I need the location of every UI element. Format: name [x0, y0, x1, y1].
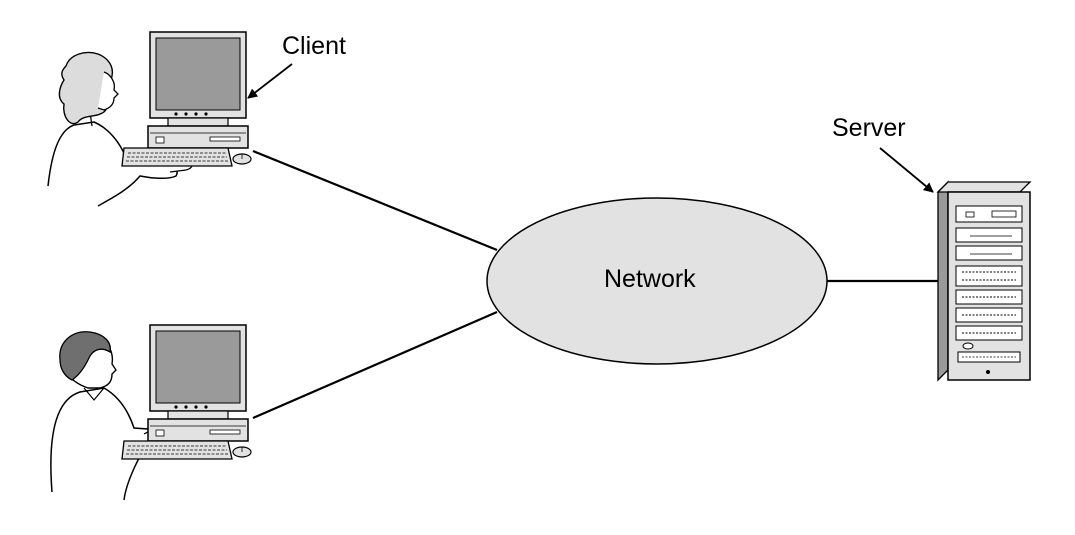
server-tower-icon [936, 180, 1032, 382]
person-at-computer-icon [50, 324, 252, 501]
network-cloud-icon [486, 197, 828, 365]
client-pointer-arrow [247, 63, 293, 99]
server-label: Server [832, 114, 906, 142]
person-at-computer-icon [47, 31, 252, 207]
link-client1-network [252, 149, 498, 252]
server-pointer-arrow [879, 147, 934, 193]
link-client2-network [252, 310, 498, 420]
client-label: Client [282, 32, 346, 60]
network-label: Network [604, 265, 696, 293]
